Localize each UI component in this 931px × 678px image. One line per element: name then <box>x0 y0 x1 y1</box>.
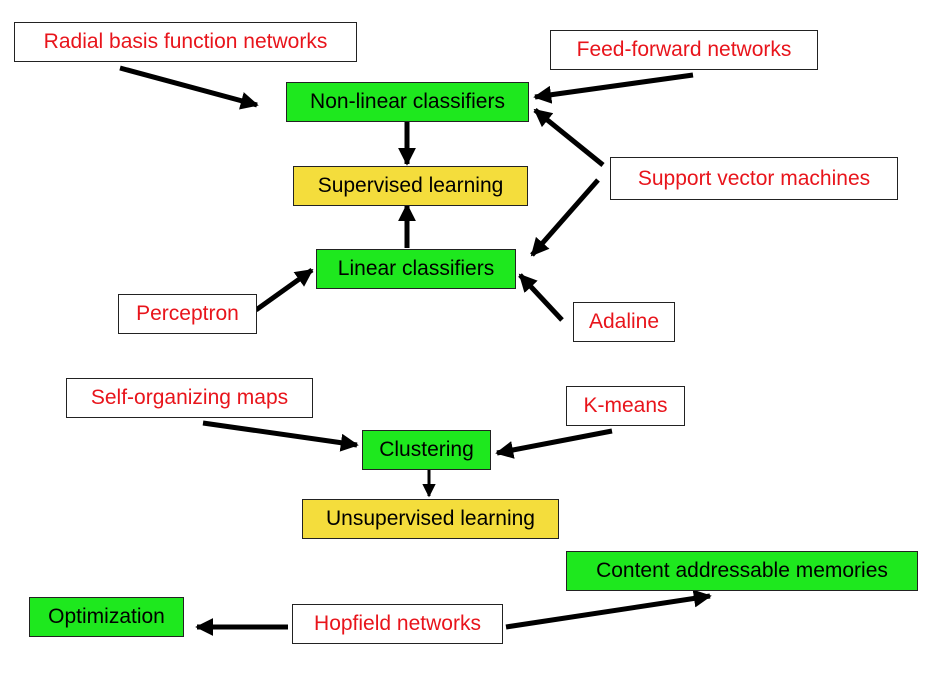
node-support-vector-machines: Support vector machines <box>610 157 898 200</box>
arrow-adaline-to-linear <box>518 273 564 322</box>
arrow-feed-forward-to-nonlinear <box>533 72 694 104</box>
node-optimization: Optimization <box>29 597 184 637</box>
node-supervised-learning: Supervised learning <box>293 166 528 206</box>
node-content-addressable-memories: Content addressable memories <box>566 551 918 591</box>
node-feed-forward-networks: Feed-forward networks <box>550 30 818 70</box>
arrow-svm-to-linear <box>530 178 600 257</box>
arrow-hopfield-to-cam <box>505 589 712 630</box>
node-nonlinear-classifiers: Non-linear classifiers <box>286 82 529 122</box>
node-unsupervised-learning: Unsupervised learning <box>302 499 559 539</box>
arrow-perceptron-to-linear <box>254 267 314 313</box>
arrow-som-to-clustering <box>202 420 359 452</box>
node-k-means: K-means <box>566 386 685 426</box>
node-radial-basis-function-networks: Radial basis function networks <box>14 22 357 62</box>
arrow-kmeans-to-clustering <box>495 428 613 459</box>
arrow-svm-to-nonlinear <box>533 108 605 167</box>
node-linear-classifiers: Linear classifiers <box>316 249 516 289</box>
node-self-organizing-maps: Self-organizing maps <box>66 378 313 418</box>
node-clustering: Clustering <box>362 430 491 470</box>
node-hopfield-networks: Hopfield networks <box>292 604 503 644</box>
node-perceptron: Perceptron <box>118 294 257 334</box>
arrow-radial-basis-to-nonlinear <box>119 65 259 110</box>
node-adaline: Adaline <box>573 302 675 342</box>
